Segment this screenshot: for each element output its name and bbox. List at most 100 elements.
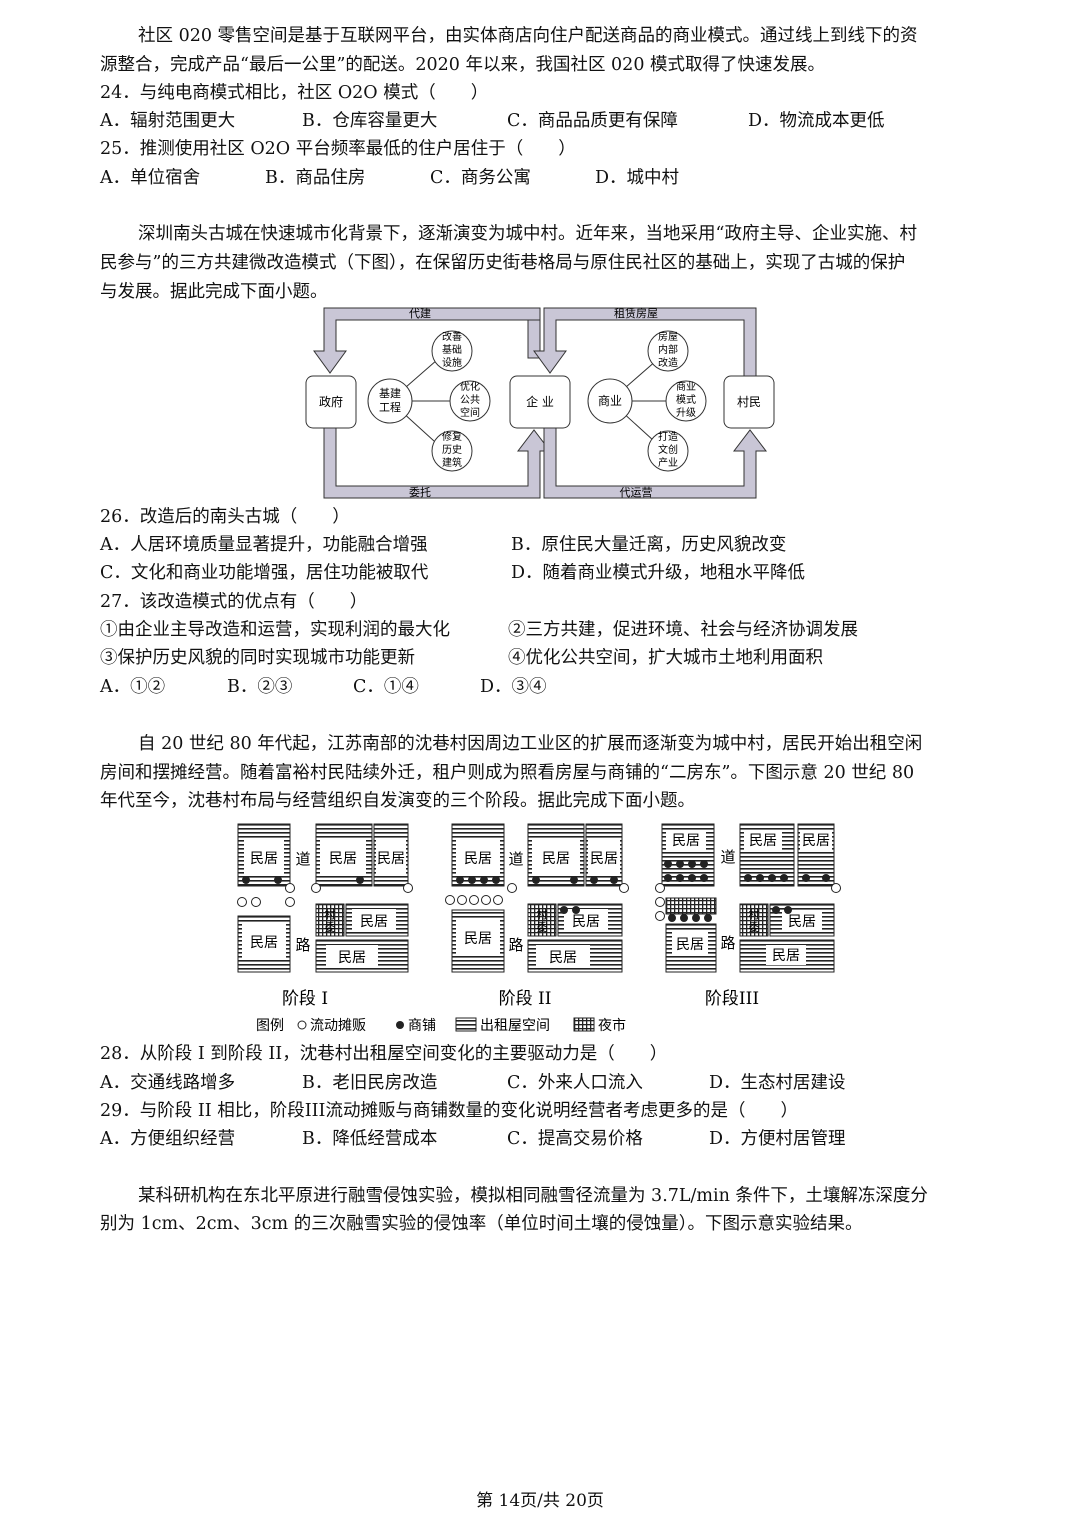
house-label: 民居 [542,851,570,867]
infra-node: 工程 [379,401,401,414]
node-text: 修复 [442,430,462,443]
committee-label: 村 [537,907,548,921]
statement-1: ①由企业主导改造和运营，实现利润的最大化 [100,620,450,640]
option-a: A．①② [100,677,166,697]
option-a: A．交通线路增多 [100,1073,236,1093]
question-stem: 29．与阶段 II 相比，阶段III流动摊贩与商铺数量的变化说明经营者考虑更多的… [100,1101,798,1121]
house-label: 民居 [377,851,405,867]
passage-line: 与发展。据此完成下面小题。 [100,282,328,302]
option-c: C．文化和商业功能增强，居住功能被取代 [100,563,429,583]
node-text: 模式 [676,393,696,406]
stage-2-map: 民居 道 民居 民居 民居 路 村 委 民居 民居 [445,823,629,973]
node-text: 优化 [460,380,480,393]
option-d: D．随着商业模式升级，地租水平降低 [511,563,806,583]
house-label: 民居 [338,950,366,966]
option-a: A．人居环境质量显著提升，功能融合增强 [100,535,428,555]
option-a: A．方便组织经营 [100,1129,236,1149]
option-c: C．提高交易价格 [507,1129,643,1149]
committee-label: 委 [325,921,336,934]
stage-1-map: 民居 道 民居 民居 民居 路 村 委 民居 民居 [237,823,413,973]
node-text: 建筑 [442,456,462,469]
question-stem: 26．改造后的南头古城（ ） [100,507,350,527]
statement-3: ③保护历史风貌的同时实现城市功能更新 [100,648,415,668]
house-label: 民居 [590,851,618,867]
arrow-label-entrust: 委托 [409,485,431,499]
option-b: B．②③ [227,677,293,697]
house-label: 民居 [250,935,278,951]
road-label: 道 [295,850,310,868]
house-label: 民居 [329,851,357,867]
question-stem: 27．该改造模式的优点有（ ） [100,592,368,612]
house-label: 民居 [802,833,830,849]
passage-line: 年代至今，沈巷村布局与经营组织自发演变的三个阶段。据此完成下面小题。 [100,791,695,811]
passage-line: 房间和摆摊经营。随着富裕村民陆续外迁，租户则成为照看房屋与商铺的“二房东”。下图… [100,763,915,783]
house-label: 民居 [749,833,777,849]
page-number: 第 14页/共 20页 [476,1491,604,1511]
node-text: 升级 [676,407,696,419]
legend-rent: 出租屋空间 [480,1018,550,1034]
option-d: D．物流成本更低 [748,111,885,131]
question-stem: 25．推测使用社区 O2O 平台频率最低的住户居住于（ ） [100,139,576,159]
infra-node: 基建 [379,386,401,400]
house-label: 民居 [250,851,278,867]
passage-line: 别为 1cm、2cm、3cm 的三次融雪实验的侵蚀率（单位时间土壤的侵蚀量）。下… [100,1214,863,1234]
house-label: 民居 [676,937,704,953]
legend: 图例 流动摊贩 商铺 出租屋空间 夜市 [256,1017,626,1034]
house-label: 民居 [572,914,600,930]
legend-night: 夜市 [598,1017,626,1034]
option-d: D．方便村居管理 [709,1129,846,1149]
option-d: D．城中村 [595,168,680,188]
statement-2: ②三方共建，促进环境、社会与经济协调发展 [508,620,858,640]
legend-title: 图例 [256,1018,284,1034]
village-stages-diagram: 民居 道 民居 民居 民居 路 村 委 民居 民居 民居 道 民居 [237,823,841,1034]
passage-line: 某科研机构在东北平原进行融雪侵蚀实验，模拟相同融雪径流量为 3.7L/min 条… [138,1186,928,1206]
road-label: 路 [295,936,310,954]
committee-label: 村 [325,907,336,921]
stage-1-label: 阶段 I [282,989,328,1009]
stage-3-map: 民居 道 民居 民居 民居 路 村 委 民居 民居 [655,823,841,973]
house-label: 民居 [672,833,700,849]
road-label: 道 [508,850,523,868]
road-label: 道 [720,848,735,866]
node-text: 空间 [460,406,480,419]
option-b: B．商品住房 [265,168,366,188]
option-c: C．外来人口流入 [507,1073,643,1093]
passage-line: 自 20 世纪 80 年代起，江苏南部的沈巷村因周边工业区的扩展而逐渐变为城中村… [138,734,923,754]
option-b: B．原住民大量迁离，历史风貌改变 [511,535,787,555]
co-construction-diagram: .arr{fill:#c9c6d6;stroke:#333;stroke-wid… [305,306,775,499]
stage-3-label: 阶段III [705,989,759,1009]
statement-4: ④优化公共空间，扩大城市土地利用面积 [508,648,823,668]
committee-label: 委 [749,921,760,934]
villagers-box: 村民 [737,395,761,409]
node-text: 打造 [658,430,678,443]
option-b: B．降低经营成本 [302,1129,438,1149]
road-label: 路 [508,936,523,954]
arrow-label-operate: 代运营 [620,485,653,499]
committee-label: 村 [749,907,760,921]
node-text: 房屋 [658,330,678,343]
arrow-label-lease: 租赁房屋 [614,306,658,320]
road-label: 路 [720,934,735,952]
node-text: 内部 [658,343,678,356]
option-a: A．辐射范围更大 [100,111,236,131]
node-text: 改善 [442,330,462,343]
option-d: D．③④ [480,677,547,697]
passage-line: 深圳南头古城在快速城市化背景下，逐渐演变为城中村。近年来，当地采用“政府主导、企… [138,224,917,244]
stage-2-label: 阶段 II [499,989,552,1009]
legend-vendor: 流动摊贩 [310,1018,366,1034]
house-label: 民居 [464,931,492,947]
house-label: 民居 [788,914,816,930]
node-text: 产业 [658,456,678,469]
question-stem: 28．从阶段 I 到阶段 II，沈巷村出租屋空间变化的主要驱动力是（ ） [100,1044,668,1064]
committee-label: 委 [537,921,548,934]
house-label: 民居 [360,914,388,930]
house-label: 民居 [464,851,492,867]
option-b: B．老旧民房改造 [302,1073,438,1093]
node-text: 历史 [442,444,462,456]
passage-line: 社区 020 零售空间是基于互联网平台，由实体商店向住户配送商品的商业模式。通过… [138,26,918,46]
question-stem: 24．与纯电商模式相比，社区 O2O 模式（ ） [100,83,489,103]
enterprise-box: 企 业 [526,394,554,409]
option-a: A．单位宿舍 [100,168,201,188]
node-text: 商业 [676,380,696,393]
option-c: C．①④ [353,677,419,697]
